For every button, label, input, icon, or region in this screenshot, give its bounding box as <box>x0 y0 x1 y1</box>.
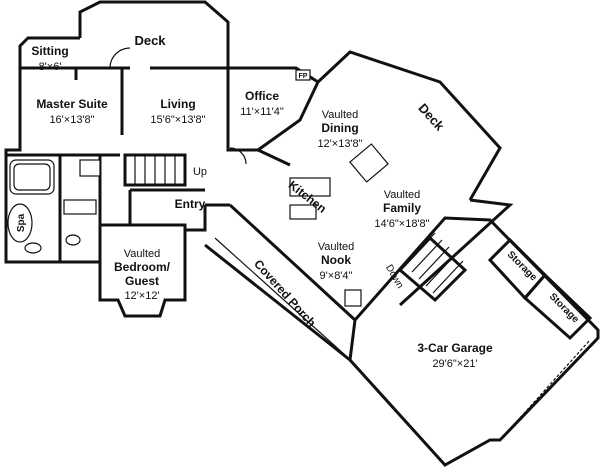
deck-top-label: Deck <box>134 33 166 48</box>
stair-down-treads <box>404 232 464 294</box>
living-label: Living <box>160 97 195 111</box>
sitting-size: 8'×6' <box>39 61 62 73</box>
porch-label: Covered Porch <box>251 257 319 330</box>
nook-prefix: Vaulted <box>318 241 355 253</box>
dining-label: Dining <box>321 121 358 135</box>
fixtures <box>7 47 591 441</box>
nook-label: Nook <box>321 253 351 267</box>
room-labels: Deck Sitting 8'×6' Master Suite 16'×13'8… <box>31 33 581 370</box>
fireplace-label: FP <box>299 73 308 80</box>
garage-label: 3-Car Garage <box>417 341 493 355</box>
nook-size: 9'×8'4" <box>320 270 353 282</box>
bedroom-prefix: Vaulted <box>124 248 161 260</box>
family-label: Family <box>383 201 421 215</box>
deck-right-label: Deck <box>415 100 447 134</box>
stair-up-treads <box>134 155 176 185</box>
dining-size: 12'×13'8" <box>317 138 362 150</box>
office-label: Office <box>245 89 279 103</box>
family-prefix: Vaulted <box>384 189 421 201</box>
family-size: 14'6"×18'8" <box>374 218 429 230</box>
garage-size: 29'6"×21' <box>432 358 477 370</box>
bedroom-label: Bedroom/ <box>114 260 171 274</box>
master-size: 16'×13'8" <box>49 114 94 126</box>
stair-up-label: Up <box>193 166 207 178</box>
spa-label: Spa <box>16 213 27 232</box>
master-label: Master Suite <box>36 97 108 111</box>
bedroom-label-2: Guest <box>125 274 159 288</box>
sitting-label: Sitting <box>31 44 68 58</box>
living-size: 15'6"×13'8" <box>150 114 205 126</box>
bedroom-size: 12'×12' <box>124 290 159 302</box>
entry-label: Entry <box>175 197 206 211</box>
dining-prefix: Vaulted <box>322 109 359 121</box>
office-size: 11'×11'4" <box>240 106 284 118</box>
